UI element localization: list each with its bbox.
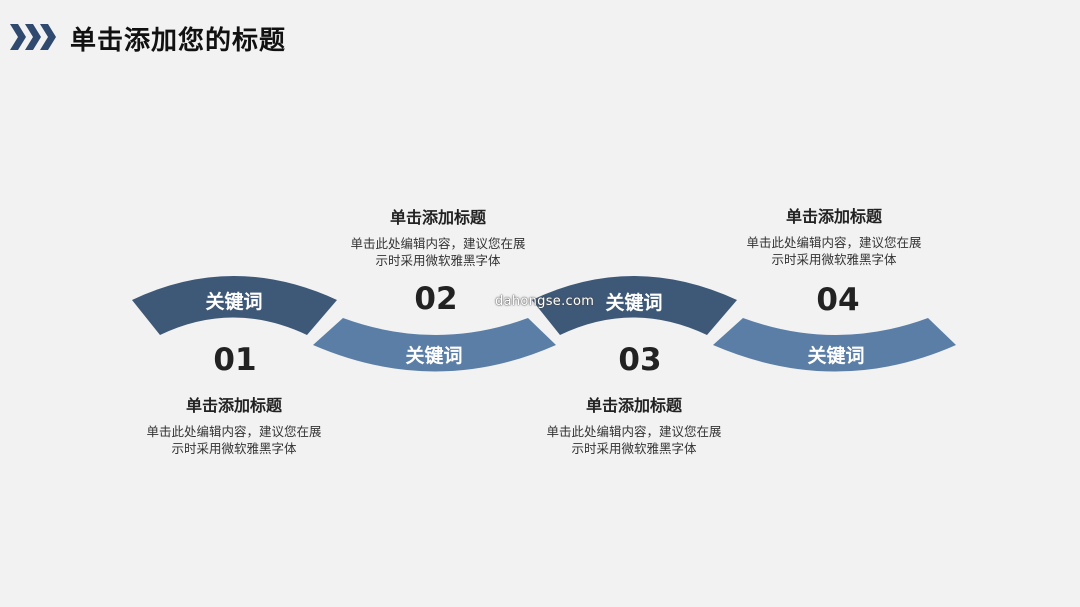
text-block-01: 单击添加标题 单击此处编辑内容，建议您在展 示时采用微软雅黑字体: [114, 395, 354, 457]
block-heading: 单击添加标题: [585, 396, 682, 415]
block-body: 单击此处编辑内容，建议您在展 示时采用微软雅黑字体: [318, 235, 558, 269]
block-body-line: 单击此处编辑内容，建议您在展: [746, 235, 922, 250]
block-body-line: 示时采用微软雅黑字体: [171, 441, 297, 456]
block-body: 单击此处编辑内容，建议您在展 示时采用微软雅黑字体: [714, 234, 954, 268]
block-body-line: 单击此处编辑内容，建议您在展: [350, 236, 526, 251]
watermark: dahongse.com: [495, 294, 595, 309]
step-number-03: 03: [618, 342, 662, 378]
arc-step-03: [532, 276, 737, 335]
block-body-line: 单击此处编辑内容，建议您在展: [546, 424, 722, 439]
keyword-label-04: 关键词: [807, 345, 865, 367]
step-number-01: 01: [213, 342, 257, 378]
arc-step-04: [713, 318, 956, 372]
block-body: 单击此处编辑内容，建议您在展 示时采用微软雅黑字体: [514, 423, 754, 457]
arc-step-01: [132, 276, 337, 335]
text-block-04: 单击添加标题 单击此处编辑内容，建议您在展 示时采用微软雅黑字体: [714, 206, 954, 268]
block-heading: 单击添加标题: [389, 208, 486, 227]
block-heading: 单击添加标题: [185, 396, 282, 415]
block-body-line: 单击此处编辑内容，建议您在展: [146, 424, 322, 439]
keyword-label-03: 关键词: [605, 292, 663, 314]
block-heading: 单击添加标题: [785, 207, 882, 226]
keyword-label-01: 关键词: [205, 291, 263, 313]
arc-step-02: [313, 318, 556, 372]
block-body-line: 示时采用微软雅黑字体: [571, 441, 697, 456]
block-body: 单击此处编辑内容，建议您在展 示时采用微软雅黑字体: [114, 423, 354, 457]
page-title: 单击添加您的标题: [70, 26, 287, 56]
step-number-04: 04: [816, 282, 860, 318]
chevrons-icon: [10, 24, 56, 50]
block-body-line: 示时采用微软雅黑字体: [771, 252, 897, 267]
keyword-label-02: 关键词: [405, 345, 463, 367]
text-block-02: 单击添加标题 单击此处编辑内容，建议您在展 示时采用微软雅黑字体: [318, 207, 558, 269]
block-body-line: 示时采用微软雅黑字体: [375, 253, 501, 268]
step-number-02: 02: [414, 281, 458, 317]
text-block-03: 单击添加标题 单击此处编辑内容，建议您在展 示时采用微软雅黑字体: [514, 395, 754, 457]
